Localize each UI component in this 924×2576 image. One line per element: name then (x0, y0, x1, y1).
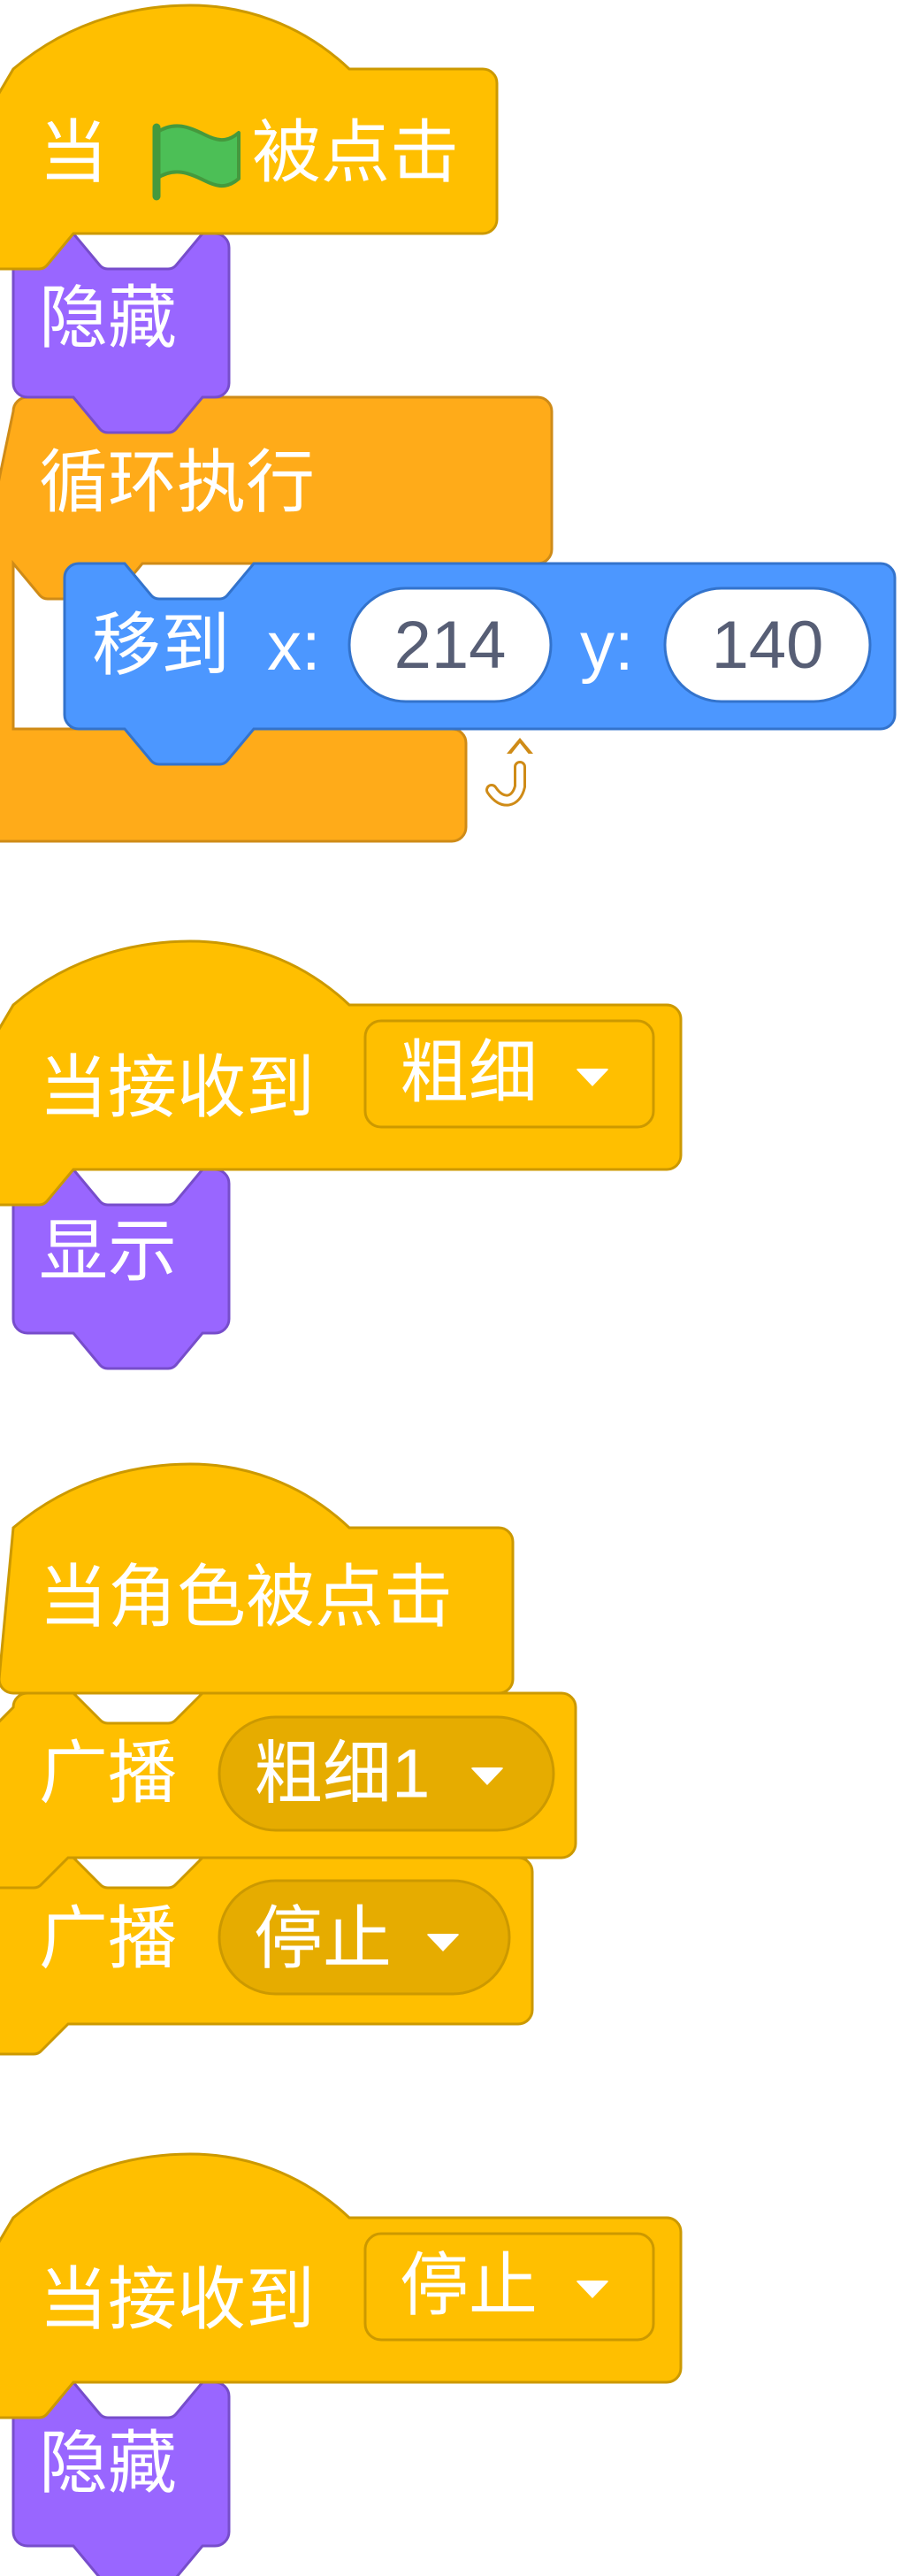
dropdown-caret-icon[interactable] (576, 2281, 609, 2298)
dropdown-caret-icon[interactable] (576, 1069, 609, 1086)
broadcast-label-2: 广播 (39, 1899, 178, 1979)
hat-clicked-label: 被点击 (252, 113, 460, 193)
message-dropdown-1[interactable] (363, 1019, 655, 1129)
when-receive-label: 当接收到 (39, 1048, 316, 1128)
dropdown-caret-icon[interactable] (426, 1934, 460, 1951)
loop-arrow-icon (485, 738, 533, 807)
broadcast-label-1: 广播 (39, 1734, 178, 1813)
show-block[interactable] (11, 1168, 231, 1370)
when-receive-hat-2[interactable] (0, 2152, 683, 2419)
message-dropdown-value[interactable]: 粗细 (400, 1033, 538, 1113)
x-input[interactable] (347, 586, 553, 703)
hide-label: 隐藏 (39, 279, 178, 358)
broadcast-dropdown-value-1[interactable]: 粗细1 (254, 1739, 430, 1809)
x-label: x: (267, 607, 321, 685)
x-value[interactable]: 214 (393, 608, 507, 683)
when-sprite-clicked-label: 当角色被点击 (39, 1558, 454, 1637)
go-to-label: 移到 (92, 606, 231, 686)
hide-label-2: 隐藏 (39, 2424, 178, 2503)
broadcast-message-1: 粗细1 (254, 1734, 431, 1813)
message-dropdown-2[interactable] (363, 2232, 655, 2342)
when-flag-clicked-hat[interactable] (0, 4, 499, 271)
green-flag-icon (152, 123, 241, 201)
hat-when-label: 当 (39, 113, 109, 193)
dropdown-caret-icon[interactable] (470, 1767, 504, 1785)
forever-label: 循环执行 (39, 443, 316, 523)
y-value[interactable]: 140 (711, 608, 824, 683)
when-receive-label-2: 当接收到 (39, 2260, 316, 2340)
hide-block-2[interactable] (11, 2380, 231, 2576)
broadcast-dropdown-value-2[interactable]: 停止 (254, 1899, 393, 1979)
message-dropdown-value-2[interactable]: 停止 (400, 2246, 538, 2326)
hide-block[interactable] (11, 232, 231, 434)
when-receive-hat-1[interactable] (0, 939, 683, 1207)
broadcast-dropdown-2[interactable] (218, 1879, 511, 1996)
broadcast-dropdown-1[interactable] (218, 1715, 555, 1832)
y-input[interactable] (663, 586, 872, 703)
when-sprite-clicked-hat[interactable] (0, 1462, 515, 1695)
y-label: y: (580, 607, 634, 685)
show-label: 显示 (39, 1212, 178, 1292)
